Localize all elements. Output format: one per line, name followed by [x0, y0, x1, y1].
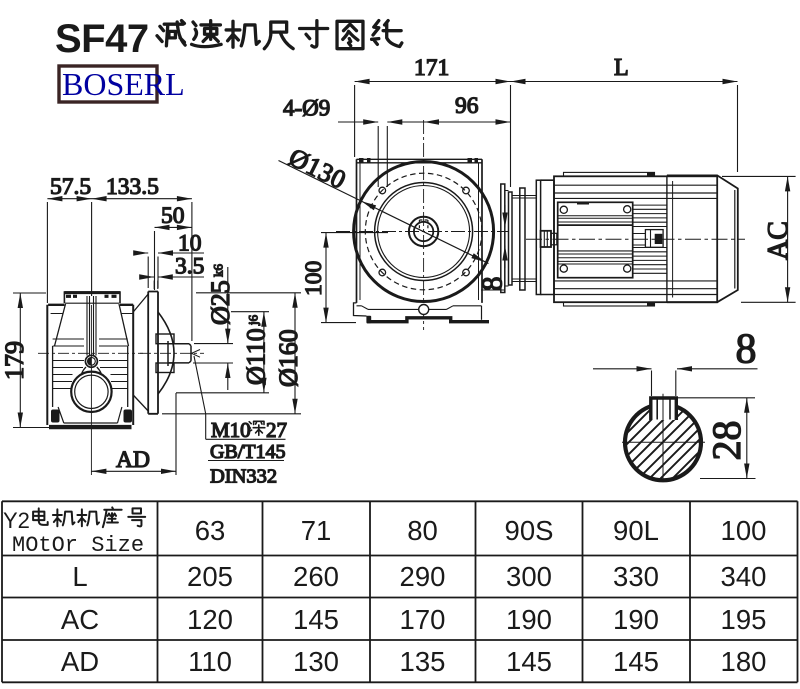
svg-text:145: 145 — [293, 604, 339, 635]
svg-text:8: 8 — [736, 327, 757, 373]
svg-text:AD: AD — [116, 447, 150, 473]
svg-text:M10: M10 — [211, 418, 251, 442]
svg-text:260: 260 — [293, 561, 339, 592]
svg-text:130: 130 — [293, 646, 339, 677]
svg-text:Ø25: Ø25 — [206, 280, 235, 325]
svg-text:j6: j6 — [246, 314, 261, 326]
svg-text:AD: AD — [61, 646, 99, 677]
svg-text:330: 330 — [613, 561, 659, 592]
svg-text:100: 100 — [721, 515, 767, 546]
svg-text:170: 170 — [400, 604, 446, 635]
svg-text:50: 50 — [161, 203, 185, 229]
svg-text:GB/T145: GB/T145 — [210, 441, 286, 463]
svg-text:179: 179 — [0, 341, 29, 380]
svg-text:Y2: Y2 — [3, 508, 30, 533]
svg-text:80: 80 — [407, 515, 438, 546]
svg-text:Ø160: Ø160 — [274, 329, 303, 387]
svg-text:90S: 90S — [505, 515, 554, 546]
svg-text:171: 171 — [414, 55, 449, 81]
svg-text:96: 96 — [455, 93, 479, 119]
svg-text:290: 290 — [400, 561, 446, 592]
svg-text:340: 340 — [721, 561, 767, 592]
svg-text:195: 195 — [721, 604, 767, 635]
svg-text:10: 10 — [178, 231, 202, 257]
svg-text:27: 27 — [266, 418, 287, 442]
svg-text:205: 205 — [187, 561, 233, 592]
svg-text:3.5: 3.5 — [175, 254, 204, 280]
svg-text:110: 110 — [188, 646, 232, 677]
svg-text:90L: 90L — [613, 515, 659, 546]
svg-text:8: 8 — [477, 277, 509, 292]
svg-text:57.5: 57.5 — [50, 174, 91, 200]
svg-text:DIN332: DIN332 — [210, 466, 277, 488]
svg-text:133.5: 133.5 — [106, 174, 159, 200]
svg-text:k6: k6 — [211, 264, 226, 278]
svg-text:Ø110: Ø110 — [242, 328, 271, 385]
svg-text:28: 28 — [704, 421, 749, 461]
svg-text:180: 180 — [721, 646, 767, 677]
svg-text:120: 120 — [187, 604, 233, 635]
svg-text:300: 300 — [506, 561, 552, 592]
svg-text:100: 100 — [301, 261, 327, 296]
svg-text:AC: AC — [61, 604, 99, 635]
svg-text:BOSERL: BOSERL — [62, 66, 185, 102]
svg-text:135: 135 — [400, 646, 446, 677]
svg-text:L: L — [72, 561, 87, 592]
svg-text:63: 63 — [195, 515, 226, 546]
svg-text:L: L — [614, 55, 629, 81]
svg-text:71: 71 — [301, 515, 332, 546]
svg-text:MOtOr Size: MOtOr Size — [12, 533, 144, 558]
svg-text:4-Ø9: 4-Ø9 — [283, 96, 330, 121]
svg-text:AC: AC — [763, 221, 794, 260]
svg-text:190: 190 — [613, 604, 659, 635]
svg-text:190: 190 — [506, 604, 552, 635]
svg-text:145: 145 — [506, 646, 552, 677]
svg-text:145: 145 — [613, 646, 659, 677]
svg-text:SF47: SF47 — [55, 17, 149, 61]
